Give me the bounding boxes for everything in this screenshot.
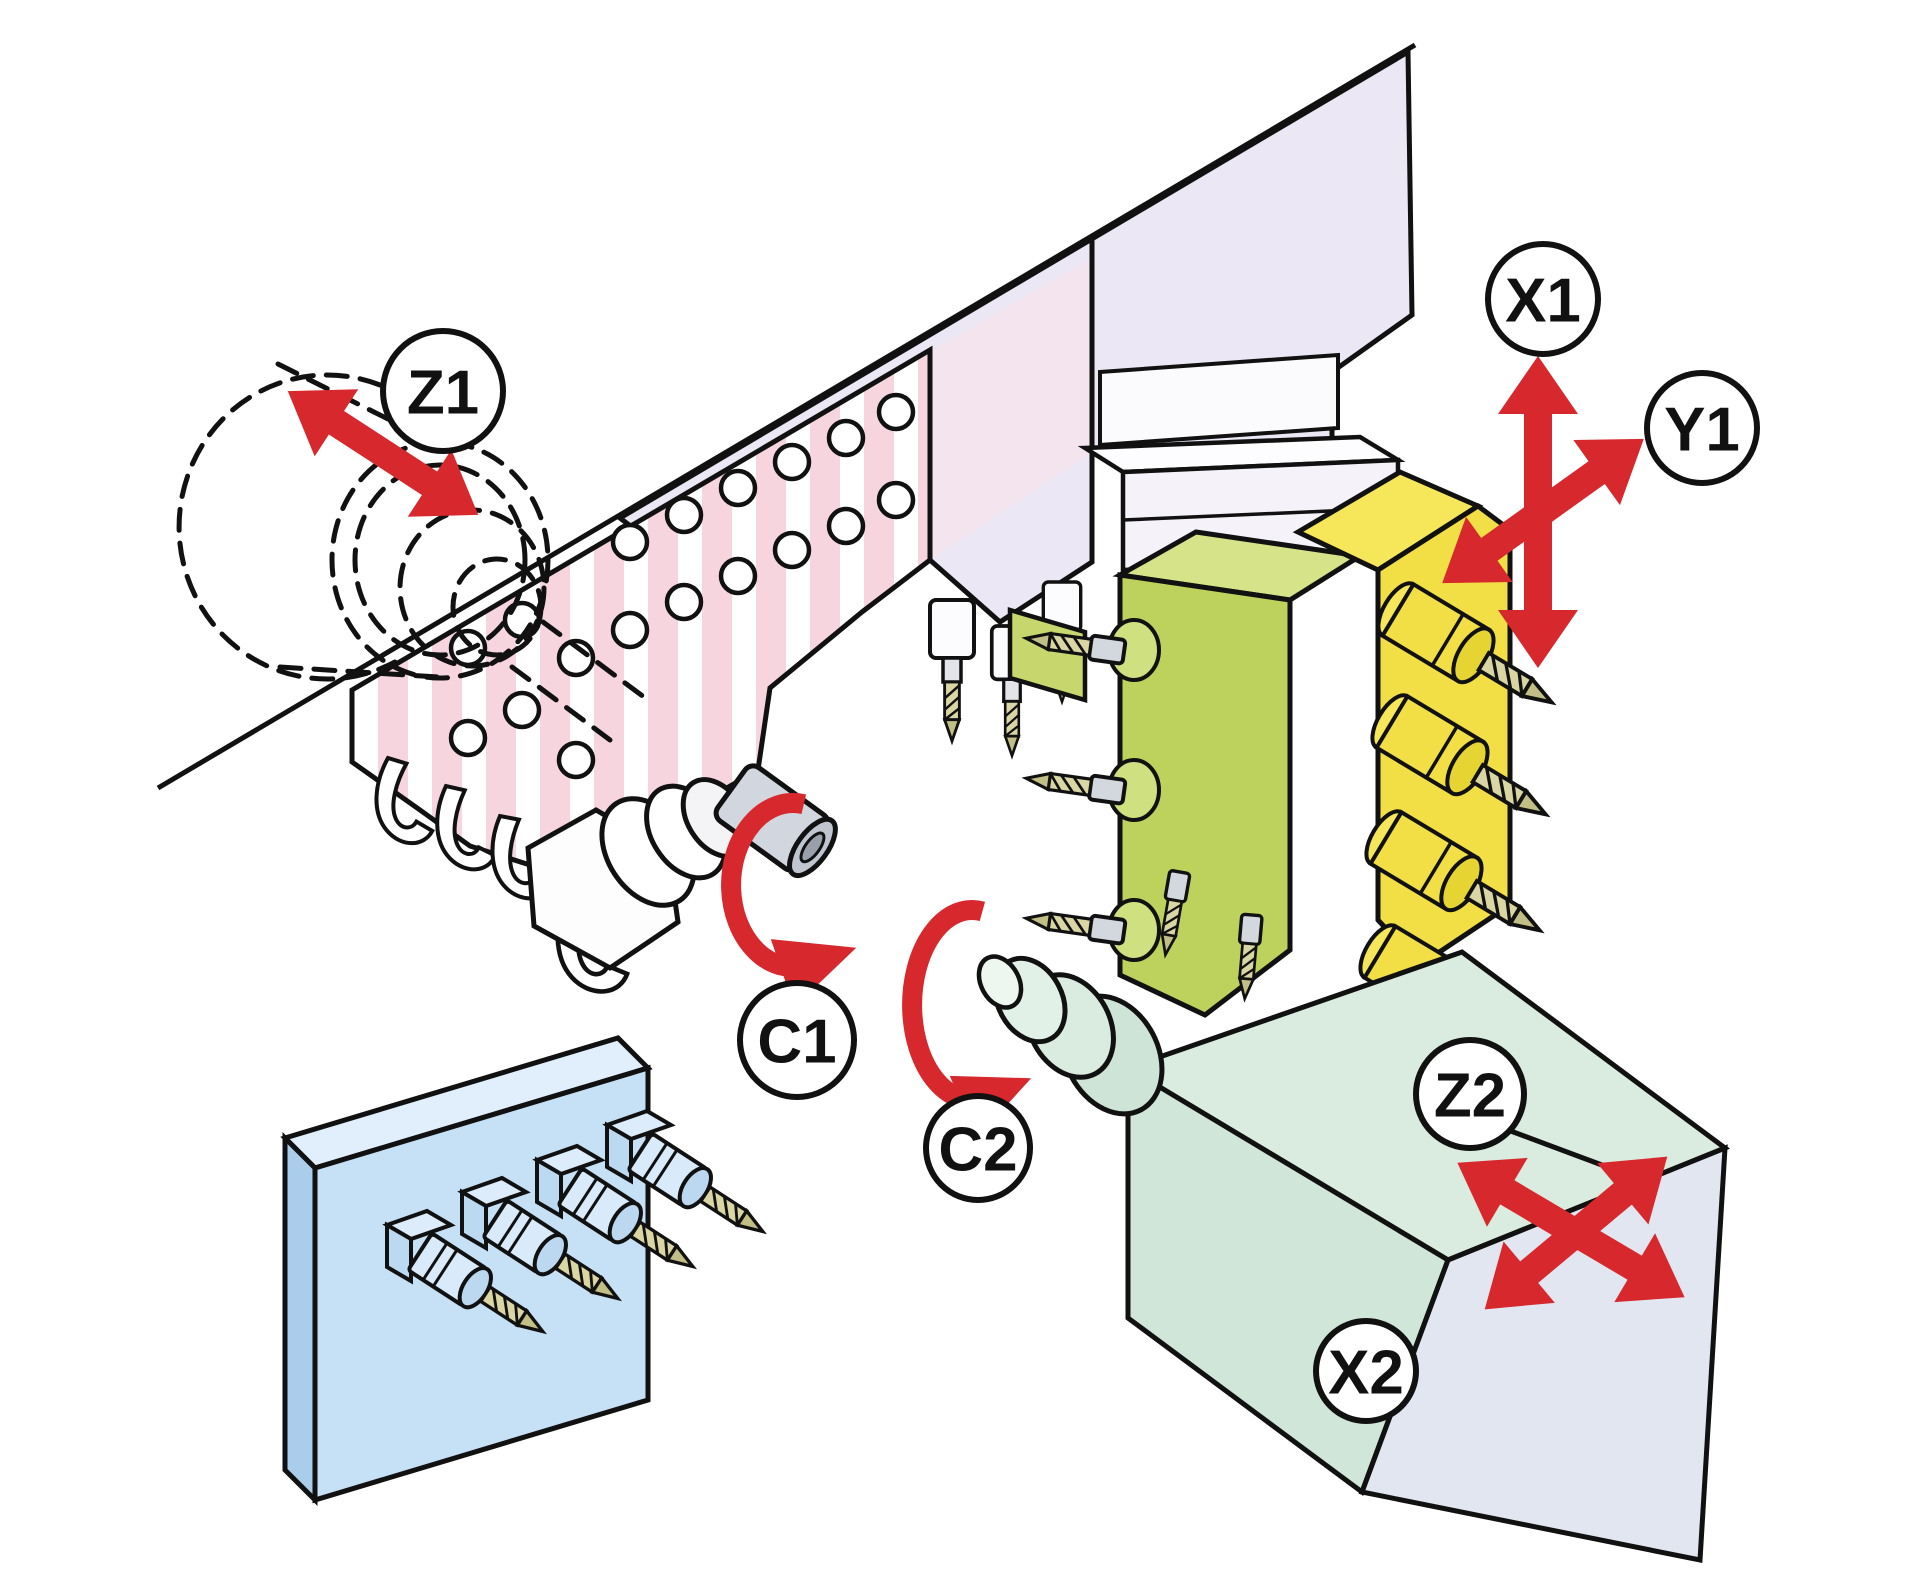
label-circle: [1313, 1318, 1419, 1424]
bolt-head: [664, 495, 704, 535]
label-circle: [1413, 1037, 1527, 1151]
label-circle: [1485, 241, 1601, 357]
plate-side-face: [282, 1131, 318, 1507]
bolt-head: [876, 392, 916, 432]
bolt-head: [556, 638, 596, 678]
c2-rotation-arc: [902, 900, 992, 1110]
green-block-flange: [1007, 606, 1088, 704]
guide-bushing: [525, 763, 838, 971]
bolt-head: [664, 582, 704, 622]
bolt-head: [556, 740, 596, 780]
y1-double-arrow-icon: [1442, 438, 1644, 584]
bolt-head: [502, 690, 542, 730]
bolt-head: [448, 718, 488, 758]
machine-pink-panel: [930, 258, 1092, 560]
bolt-head: [718, 556, 758, 596]
x1-y1-axis-arrows: [1442, 356, 1644, 668]
column-step-band: [1098, 352, 1340, 448]
cross-drill-bit: [1024, 906, 1125, 944]
sub-spindle-nose: [976, 954, 1165, 1117]
label-text: C2: [938, 1115, 1017, 1184]
z2-x2-cross-arrows: [1457, 1156, 1685, 1310]
label-z2: Z2: [1413, 1037, 1527, 1151]
label-text: Y1: [1664, 395, 1740, 464]
label-c1: C1: [737, 980, 857, 1100]
bolt-head: [826, 418, 866, 458]
tool-block-green: [1007, 529, 1368, 1018]
label-circle: [1644, 370, 1760, 486]
bolt-head: [826, 506, 866, 546]
spindle-bottom-line: [277, 664, 441, 680]
x2-double-arrow-icon: [1484, 1156, 1668, 1310]
bar-stock-lines: [509, 619, 651, 743]
bolt-head: [610, 522, 650, 562]
double-arrow-icon: [287, 389, 479, 517]
tool-block-yellow: [1292, 469, 1567, 1070]
collet-ring-inner: [450, 556, 544, 658]
machine-silhouette-line: [156, 42, 1417, 791]
back-tool-plate: [280, 1035, 775, 1507]
label-c2: C2: [923, 1093, 1033, 1203]
c1-rotation-arc: [721, 792, 813, 977]
label-x1: X1: [1485, 241, 1601, 357]
label-text: X1: [1505, 266, 1581, 335]
nose-tip: [976, 954, 1024, 1010]
label-x2: X2: [1313, 1318, 1419, 1424]
cross-drill-bit: [1024, 766, 1125, 804]
z2-leader-line: [1507, 1127, 1611, 1171]
spindle-front-rim-inner: [352, 462, 528, 658]
bolt-head: [876, 480, 916, 520]
bolt-head: [772, 442, 812, 482]
label-y1: Y1: [1644, 370, 1760, 486]
label-text: X2: [1328, 1338, 1404, 1407]
drill-chuck: [930, 600, 974, 741]
bolt-head: [772, 530, 812, 570]
label-z1: Z1: [380, 328, 506, 454]
bolt-head: [610, 610, 650, 650]
bolt-head: [718, 468, 758, 508]
label-text: Z2: [1434, 1061, 1506, 1130]
label-text: C1: [757, 1007, 836, 1076]
label-circle: [737, 980, 857, 1100]
label-circle: [923, 1093, 1033, 1203]
z2-x2-axis-arrows: [1457, 1127, 1685, 1310]
z1-axis-arrow: [287, 389, 479, 517]
label-text: Z1: [407, 358, 479, 427]
label-circle: [380, 328, 506, 454]
